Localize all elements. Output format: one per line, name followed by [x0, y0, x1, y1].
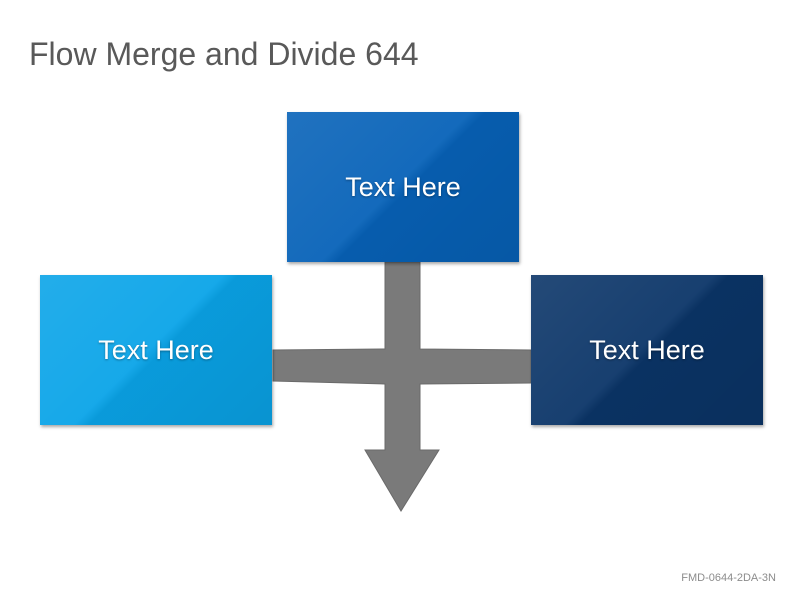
arrow-shape	[272, 261, 532, 512]
right-box-label: Text Here	[589, 334, 705, 365]
top-box[interactable]: Text Here	[287, 112, 519, 262]
slide-title: Flow Merge and Divide 644	[29, 36, 419, 72]
right-box[interactable]: Text Here	[531, 275, 763, 425]
footer-code: FMD-0644-2DA-3N	[681, 572, 776, 584]
top-box-label: Text Here	[345, 171, 461, 202]
left-box-label: Text Here	[98, 334, 214, 365]
left-box[interactable]: Text Here	[40, 275, 272, 425]
